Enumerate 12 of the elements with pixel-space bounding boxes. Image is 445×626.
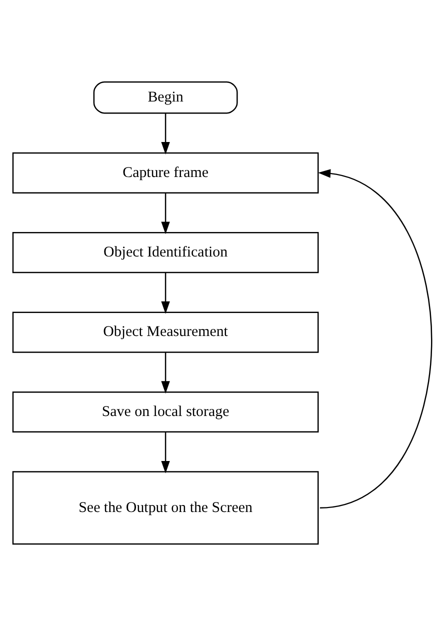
arrow (318, 169, 432, 509)
arrow (161, 352, 170, 394)
node-box: Begin (93, 81, 238, 114)
node-box: Object Measurement (12, 312, 319, 353)
arrow (161, 113, 170, 154)
arrow (161, 272, 170, 314)
node-box: Save on local storage (12, 391, 319, 433)
arrow (161, 432, 170, 474)
arrow (161, 192, 170, 234)
node-box: See the Output on the Screen (12, 471, 319, 545)
node-box: Object Identification (12, 232, 319, 274)
node-box: Capture frame (12, 152, 319, 194)
